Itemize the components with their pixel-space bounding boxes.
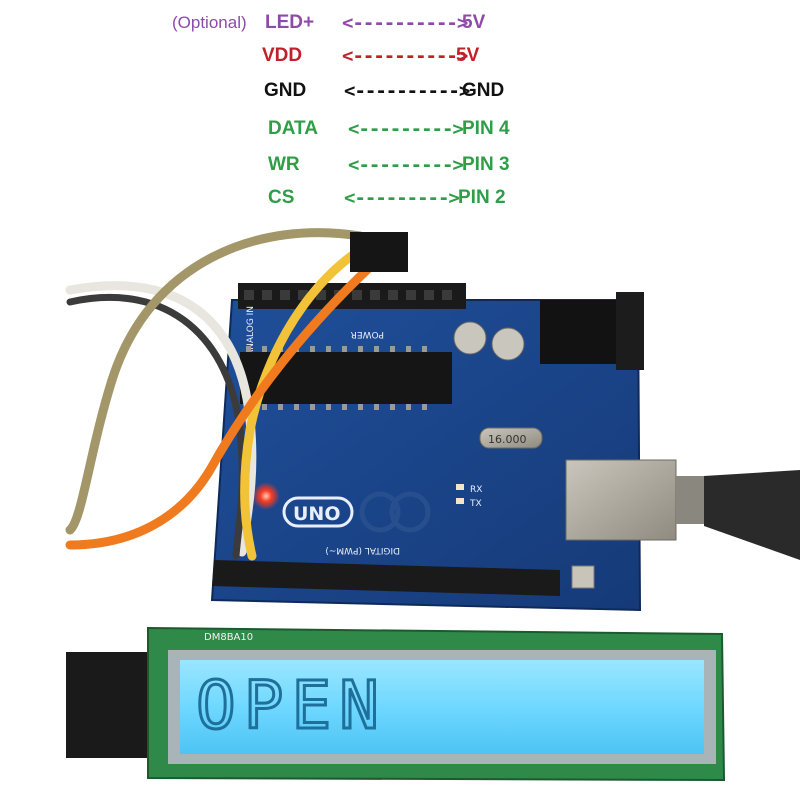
power-header-label: POWER bbox=[351, 329, 384, 339]
digital-header-label: DIGITAL (PWM~) bbox=[325, 545, 400, 555]
target-pin3: PIN 3 bbox=[462, 154, 510, 175]
wire-connector-housing bbox=[350, 232, 408, 272]
arrow-cs: <---------> bbox=[344, 187, 460, 209]
pin-connection-legend: (Optional) LED+ <----------> 5V VDD <---… bbox=[0, 0, 800, 220]
arrow-led: <----------> bbox=[342, 12, 468, 34]
tx-led bbox=[456, 498, 464, 504]
arrow-gnd: <----------> bbox=[344, 80, 470, 102]
optional-note: (Optional) bbox=[172, 13, 247, 32]
uno-logo-text: UNO bbox=[293, 503, 340, 525]
legend-row-gnd: GND <----------> GND bbox=[172, 80, 772, 106]
lcd-display-text: OPEN bbox=[196, 667, 387, 744]
tx-label: TX bbox=[469, 499, 482, 509]
legend-row-vdd: VDD <----------> 5V bbox=[172, 45, 772, 71]
legend-row-cs: CS <---------> PIN 2 bbox=[172, 187, 772, 213]
usb-b-connector bbox=[565, 459, 677, 541]
target-vdd-5v: 5V bbox=[456, 45, 480, 66]
lcd-module: DM8BA10 OPEN bbox=[66, 626, 726, 782]
signal-gnd: GND bbox=[264, 80, 307, 101]
rx-led bbox=[456, 484, 464, 490]
crystal-oscillator bbox=[479, 427, 543, 449]
black-wire bbox=[66, 294, 246, 560]
rx-label: RX bbox=[470, 485, 482, 495]
lcd-connector-header bbox=[66, 652, 160, 758]
arrow-wr: <---------> bbox=[348, 154, 464, 176]
crystal-label: 16.000 bbox=[488, 433, 527, 446]
yellow-wire bbox=[240, 233, 387, 561]
signal-vdd: VDD bbox=[262, 45, 303, 66]
legend-row-wr: WR <---------> PIN 3 bbox=[172, 154, 772, 180]
dc-jack-front bbox=[616, 292, 644, 370]
orange-wire bbox=[65, 235, 405, 550]
legend-row-data: DATA <---------> PIN 4 bbox=[172, 118, 772, 144]
target-pin2: PIN 2 bbox=[458, 187, 506, 208]
target-led-5v: 5V bbox=[462, 12, 486, 33]
analog-header-label: ANALOG IN bbox=[246, 306, 256, 356]
arduino-uno-board: POWER ANALOG IN 16.000 RX T bbox=[210, 283, 800, 612]
target-gnd: GND bbox=[462, 80, 505, 101]
digital-header bbox=[212, 560, 560, 596]
capacitor-1 bbox=[453, 321, 487, 355]
arrow-data: <---------> bbox=[348, 118, 464, 140]
signal-data: DATA bbox=[268, 118, 318, 139]
lcd-screen bbox=[180, 660, 704, 754]
signal-cs: CS bbox=[268, 187, 295, 208]
legend-row-led: (Optional) LED+ <----------> 5V bbox=[172, 12, 772, 38]
capacitor-2 bbox=[491, 327, 525, 361]
reset-button bbox=[571, 565, 595, 589]
arrow-vdd: <----------> bbox=[342, 45, 468, 67]
signal-wr: WR bbox=[268, 154, 300, 175]
uno-logo: UNO bbox=[282, 491, 431, 533]
dc-power-jack bbox=[540, 300, 630, 364]
usb-plug bbox=[676, 476, 706, 524]
power-led bbox=[252, 482, 280, 510]
target-pin4: PIN 4 bbox=[462, 118, 510, 139]
signal-led-plus: LED+ bbox=[265, 12, 315, 33]
lcd-model-label: DM8BA10 bbox=[204, 632, 253, 643]
jumper-wires bbox=[65, 228, 408, 561]
usb-cable bbox=[704, 470, 800, 560]
brown-wire bbox=[65, 228, 365, 535]
